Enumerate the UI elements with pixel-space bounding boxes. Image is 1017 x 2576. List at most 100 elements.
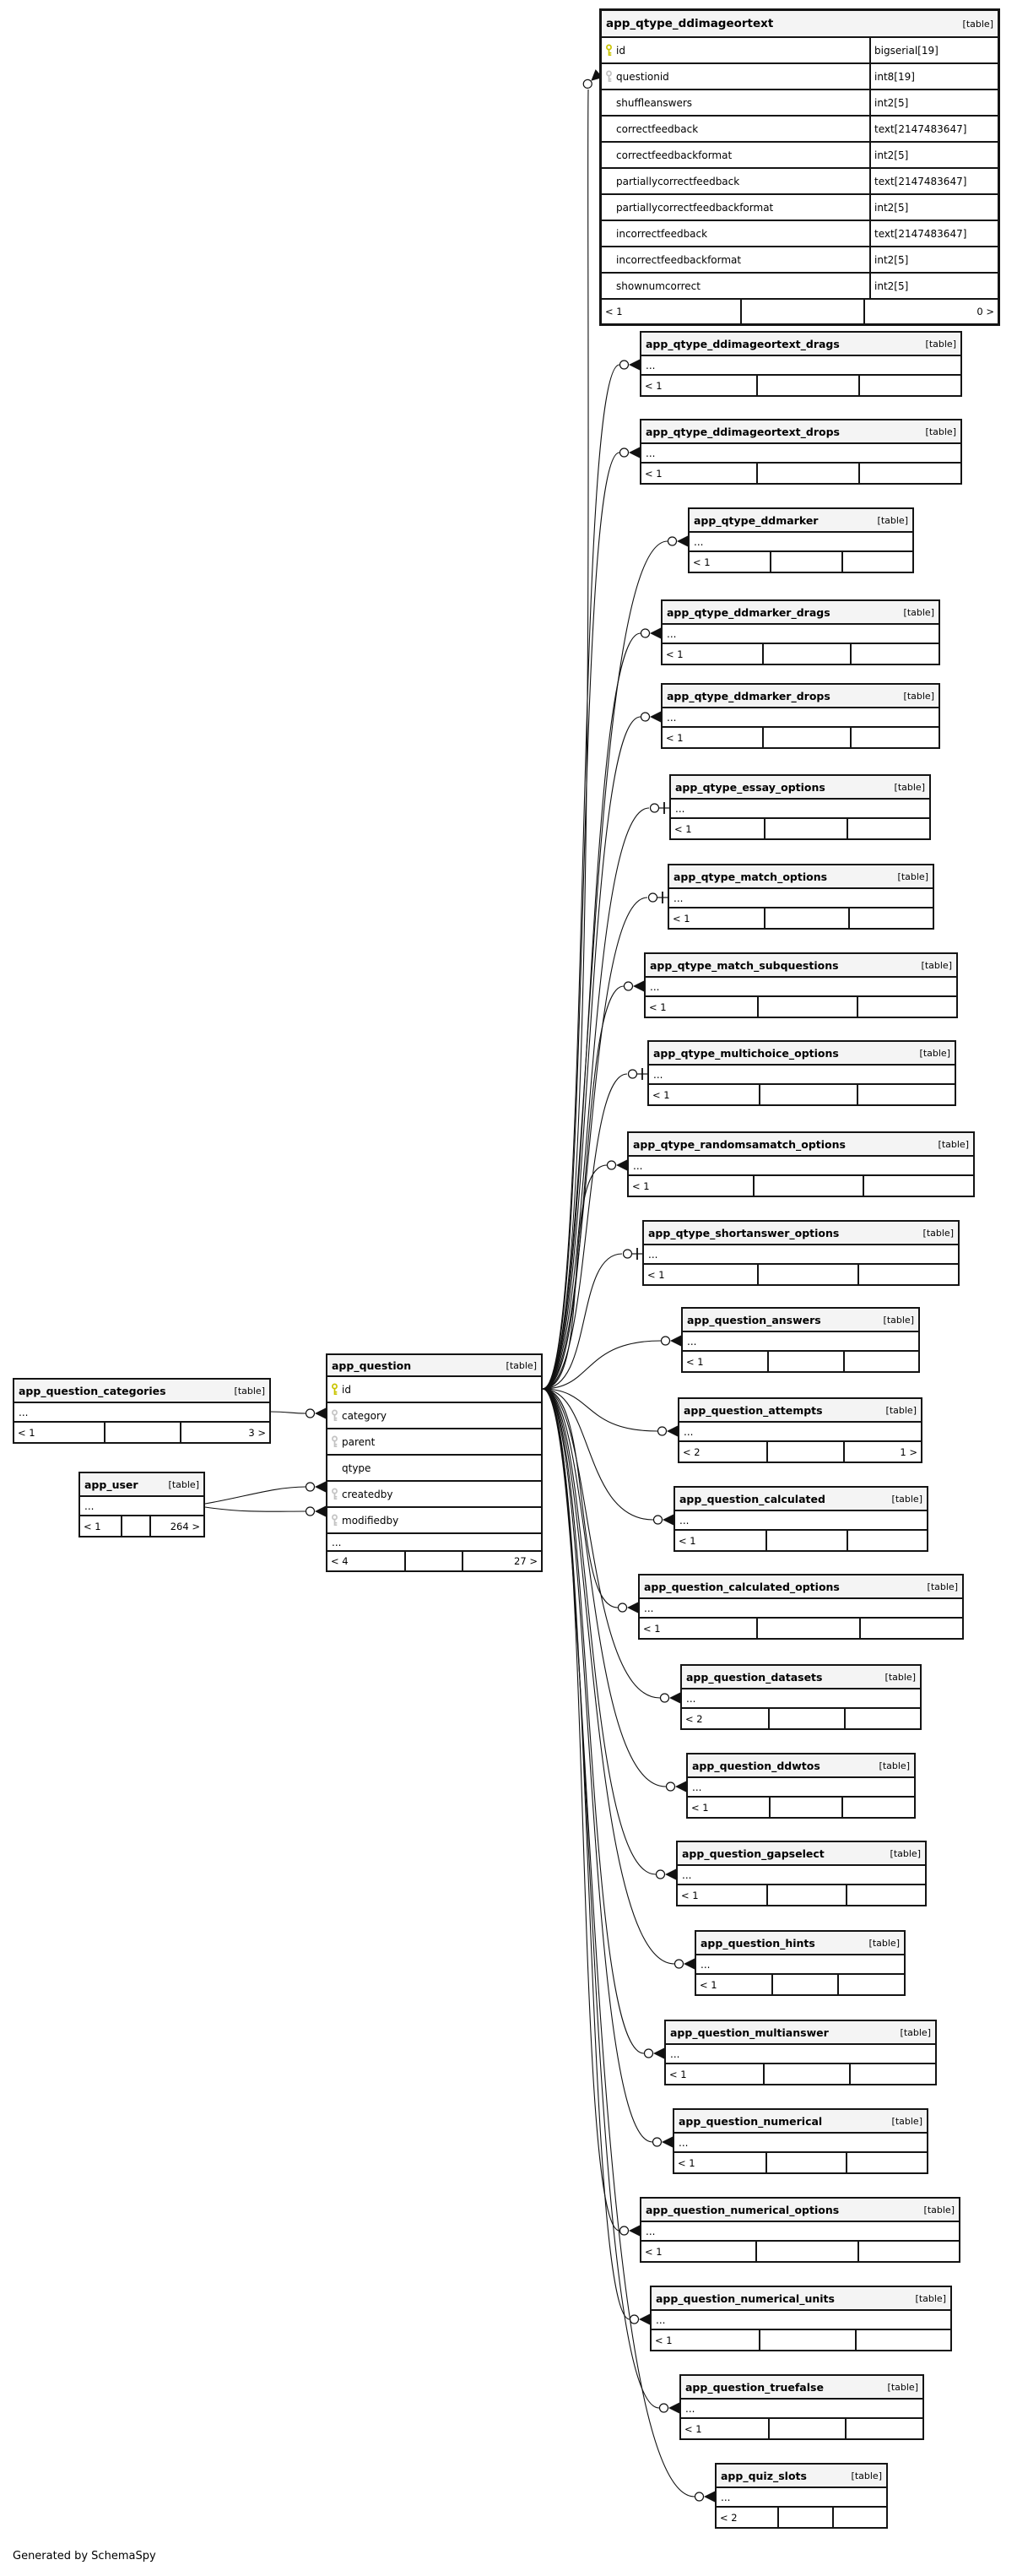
- footer-spacer-cell: [756, 1265, 857, 1284]
- related-children-count: [848, 2064, 935, 2084]
- table-tag-label: [table]: [900, 2026, 931, 2038]
- connector-zero-or-many: [617, 1602, 638, 1613]
- table-name-label: app_question_multianswer: [670, 2026, 829, 2039]
- footer-spacer-cell: [755, 2242, 857, 2261]
- related-parents-count: < 1: [643, 1622, 661, 1635]
- related-children-count: [854, 2330, 950, 2350]
- column-type: int2[5]: [869, 195, 998, 220]
- connector-zero-or-many: [619, 359, 640, 371]
- footer-spacer-cell: [770, 552, 841, 572]
- table-app_qtype_essay_options[interactable]: app_qtype_essay_options[table]...< 1: [669, 774, 931, 840]
- table-name-label: app_question_truefalse: [685, 2380, 824, 2394]
- more-columns-ellipsis: ...: [14, 1403, 269, 1423]
- table-app_qtype_match_options[interactable]: app_qtype_match_options[table]...< 1: [668, 864, 934, 930]
- related-parents-count: < 1: [679, 1534, 696, 1547]
- table-footer: < 1: [675, 1531, 927, 1550]
- table-header: app_quiz_slots[table]: [717, 2465, 886, 2488]
- table-footer: < 1: [681, 2419, 922, 2438]
- more-columns-ellipsis: ...: [671, 800, 929, 819]
- table-app_question_multianswer[interactable]: app_question_multianswer[table]...< 1: [664, 2020, 937, 2085]
- relationship-line: [204, 1486, 306, 1505]
- related-parents-count: < 1: [18, 1426, 35, 1439]
- table-app_qtype_ddmarker_drags[interactable]: app_qtype_ddmarker_drags[table]...< 1: [661, 599, 940, 665]
- more-columns-ellipsis: ...: [690, 533, 912, 552]
- relationship-line: [542, 1388, 658, 1432]
- more-columns-ellipsis: ...: [696, 1955, 904, 1975]
- related-parents-count: < 1: [645, 467, 663, 480]
- table-tag-label: [table]: [877, 514, 908, 526]
- table-app_qtype_multichoice_options[interactable]: app_qtype_multichoice_options[table]...<…: [647, 1040, 956, 1106]
- related-parents-count: < 1: [673, 912, 690, 925]
- table-tag-label: [table]: [925, 426, 956, 437]
- more-columns-ellipsis: ...: [717, 2488, 886, 2508]
- related-children-count: 0 >: [863, 300, 998, 323]
- table-app_question_answers[interactable]: app_question_answers[table]...< 1: [681, 1307, 920, 1373]
- related-parents-count: < 1: [678, 2156, 695, 2169]
- table-app_question_datasets[interactable]: app_question_datasets[table]...< 2: [680, 1664, 922, 1730]
- relationship-line: [270, 1411, 306, 1414]
- related-children-count: [841, 552, 912, 572]
- table-tag-label: [table]: [887, 2381, 918, 2393]
- table-app_qtype_match_subquestions[interactable]: app_qtype_match_subquestions[table]...< …: [644, 952, 958, 1018]
- table-app_question_calculated_options[interactable]: app_question_calculated_options[table]..…: [638, 1574, 964, 1640]
- related-children-count: [846, 1885, 925, 1905]
- table-name-label: app_qtype_randomsamatch_options: [633, 1137, 846, 1151]
- related-children-count: 1 >: [843, 1442, 921, 1462]
- table-footer: < 1: [663, 644, 939, 664]
- connector-zero-or-many: [667, 535, 688, 547]
- relationship-line: [542, 897, 648, 1390]
- footer-spacer-cell: [764, 908, 848, 928]
- footer-spacer-cell: [771, 1975, 838, 1994]
- column-type: bigserial[19]: [869, 38, 998, 62]
- table-name-label: app_question_ddwtos: [692, 1759, 820, 1772]
- table-app_question_hints[interactable]: app_question_hints[table]...< 1: [695, 1930, 906, 1996]
- table-app_question_truefalse[interactable]: app_question_truefalse[table]...< 1: [679, 2374, 924, 2440]
- more-columns-ellipsis: ...: [640, 1599, 962, 1619]
- relationship-line: [542, 452, 620, 1390]
- table-name-label: app_quiz_slots: [721, 2469, 807, 2482]
- related-parents-count: < 1: [666, 731, 684, 744]
- column-name: id: [616, 44, 625, 57]
- table-tag-label: [table]: [903, 690, 934, 702]
- related-parents-count: < 4: [331, 1555, 349, 1567]
- table-app_qtype_ddimageortext_drops[interactable]: app_qtype_ddimageortext_drops[table]...<…: [640, 419, 962, 485]
- table-app_qtype_shortanswer_options[interactable]: app_qtype_shortanswer_options[table]...<…: [642, 1220, 960, 1286]
- relationship-line: [542, 1388, 654, 1521]
- related-parents-count: < 1: [645, 2245, 663, 2258]
- table-app_qtype_randomsamatch_options[interactable]: app_qtype_randomsamatch_options[table]..…: [627, 1131, 975, 1197]
- related-parents-count: < 1: [84, 1520, 101, 1532]
- related-parents-count: < 1: [686, 1355, 704, 1368]
- more-columns-ellipsis: ...: [641, 444, 960, 464]
- related-parents-count: < 1: [652, 1088, 670, 1101]
- table-name-label: app_question_gapselect: [682, 1847, 825, 1860]
- table-footer: < 1: [666, 2064, 935, 2084]
- relationship-line: [542, 1388, 661, 1699]
- table-app_question_numerical_options[interactable]: app_question_numerical_options[table]...…: [640, 2197, 960, 2263]
- more-columns-ellipsis: ...: [641, 356, 960, 376]
- table-tag-label: [table]: [925, 338, 956, 350]
- table-app_quiz_slots[interactable]: app_quiz_slots[table]...< 2: [715, 2463, 888, 2529]
- related-parents-count: < 1: [605, 306, 623, 317]
- table-app_qtype_ddmarker[interactable]: app_qtype_ddmarker[table]...< 1: [688, 507, 914, 573]
- table-app_question_numerical[interactable]: app_question_numerical[table]...< 1: [673, 2108, 928, 2174]
- table-app_qtype_ddimageortext_drags[interactable]: app_qtype_ddimageortext_drags[table]...<…: [640, 331, 962, 397]
- table-app_question_ddwtos[interactable]: app_question_ddwtos[table]...< 1: [686, 1753, 916, 1819]
- footer-spacer-cell: [769, 1798, 841, 1817]
- table-app_question_numerical_units[interactable]: app_question_numerical_units[table]...< …: [650, 2286, 952, 2351]
- related-parents-count: < 1: [691, 1801, 709, 1814]
- relationship-line: [542, 1388, 630, 2320]
- table-tag-label: [table]: [962, 18, 993, 30]
- connector-zero-or-many: [640, 711, 661, 723]
- table-name-label: app_qtype_essay_options: [675, 780, 825, 794]
- table-app_question_gapselect[interactable]: app_question_gapselect[table]...< 1: [676, 1841, 927, 1906]
- related-children-count: [850, 728, 939, 747]
- table-app_question_calculated[interactable]: app_question_calculated[table]...< 1: [673, 1486, 928, 1552]
- table-app_qtype_ddmarker_drops[interactable]: app_qtype_ddmarker_drops[table]...< 1: [661, 683, 940, 749]
- table-name-label: app_qtype_ddmarker: [694, 513, 819, 527]
